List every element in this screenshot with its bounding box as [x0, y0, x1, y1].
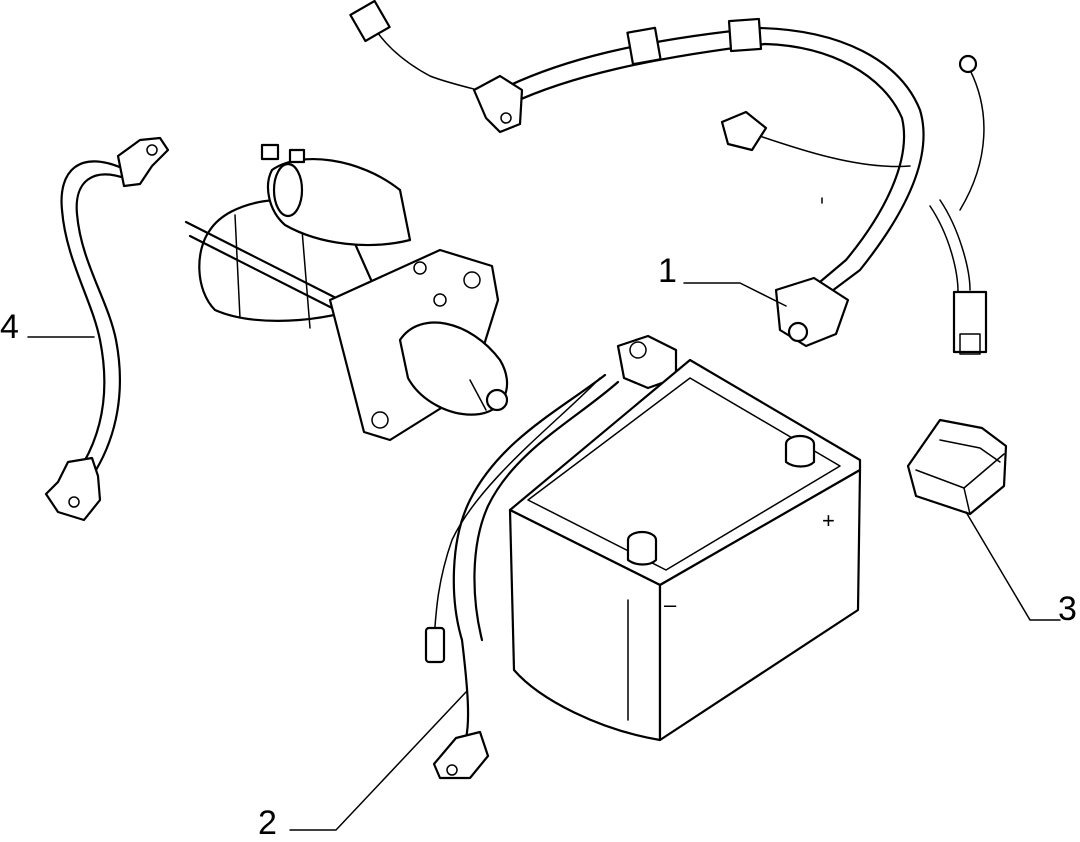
wiring-harness-part-1	[349, 0, 988, 355]
callout-4: 4	[0, 308, 19, 346]
battery-minus-mark: –	[664, 592, 677, 617]
battery-plus-mark: +	[822, 508, 835, 533]
starter-motor	[184, 143, 509, 442]
callout-3: 3	[1058, 590, 1077, 628]
leader-lines	[27, 282, 1061, 831]
terminal-cover-part-3	[906, 418, 1008, 516]
callout-1: 1	[658, 252, 677, 290]
ground-strap-part-4	[44, 136, 170, 522]
battery: + –	[508, 358, 862, 742]
battery-cable-part-2	[424, 334, 678, 780]
callout-2: 2	[258, 804, 277, 837]
